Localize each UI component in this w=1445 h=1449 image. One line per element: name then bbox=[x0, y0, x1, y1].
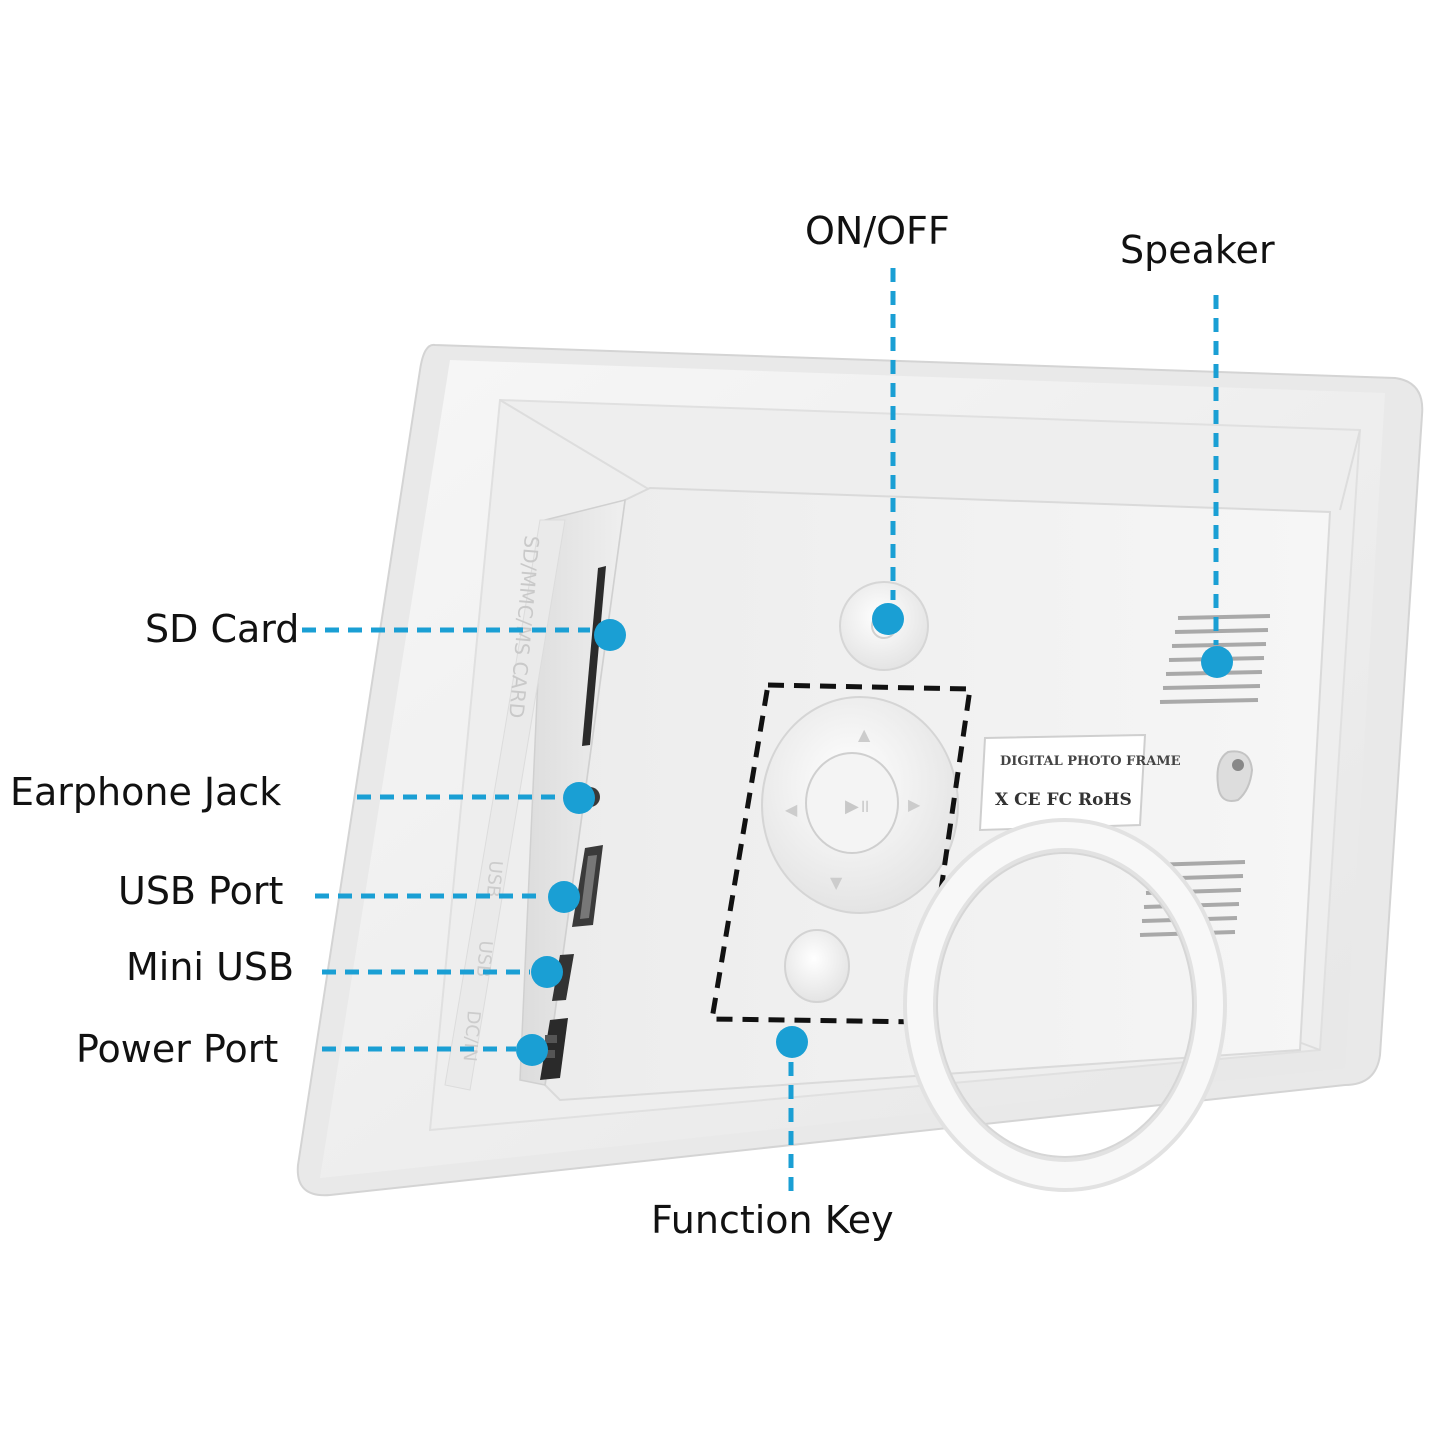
ring-stand bbox=[903, 818, 1227, 1192]
sd-card-slot bbox=[582, 566, 606, 746]
port-label-usb-a: USB bbox=[482, 860, 506, 899]
svg-text:▼: ▼ bbox=[830, 873, 843, 892]
menu-button bbox=[784, 929, 850, 1003]
dot-power-port bbox=[516, 1034, 548, 1066]
usb-port bbox=[572, 845, 603, 927]
label-mini-usb: Mini USB bbox=[126, 945, 295, 989]
label-on-off: ON/OFF bbox=[805, 209, 950, 253]
svg-text:▶: ▶ bbox=[908, 795, 921, 814]
dot-speaker bbox=[1201, 646, 1233, 678]
callout-leaders bbox=[302, 268, 1219, 1198]
mini-usb-port bbox=[552, 954, 574, 1001]
function-key-outline bbox=[709, 682, 973, 1025]
dot-sd-card bbox=[594, 619, 626, 651]
label-usb-port: USB Port bbox=[118, 869, 284, 913]
sticker-title: DIGITAL PHOTO FRAME bbox=[1000, 754, 1181, 769]
wall-mount-keyhole bbox=[1216, 750, 1254, 802]
label-function-key: Function Key bbox=[651, 1198, 894, 1242]
callout-dots bbox=[516, 603, 1233, 1066]
product-sticker: DIGITAL PHOTO FRAME X CE FC RoHS bbox=[978, 733, 1181, 832]
label-power-port: Power Port bbox=[76, 1027, 279, 1071]
navigation-pad: ▶॥ ▲ ▶ ◀ ▼ bbox=[761, 696, 959, 914]
power-port bbox=[540, 1018, 568, 1080]
label-earphone-jack: Earphone Jack bbox=[10, 770, 282, 814]
dot-mini-usb bbox=[531, 956, 563, 988]
port-label-dc: DC/IN bbox=[459, 1010, 484, 1063]
sticker-certification-marks: X CE FC RoHS bbox=[995, 790, 1132, 810]
dot-usb-port bbox=[548, 881, 580, 913]
svg-text:▲: ▲ bbox=[858, 725, 871, 744]
dot-earphone-jack bbox=[563, 782, 595, 814]
dot-on-off bbox=[872, 603, 904, 635]
svg-text:◀: ◀ bbox=[785, 800, 798, 819]
label-speaker: Speaker bbox=[1120, 228, 1275, 272]
svg-text:▶॥: ▶॥ bbox=[845, 796, 870, 817]
label-sd-card: SD Card bbox=[145, 607, 300, 651]
dot-function-key bbox=[776, 1026, 808, 1058]
